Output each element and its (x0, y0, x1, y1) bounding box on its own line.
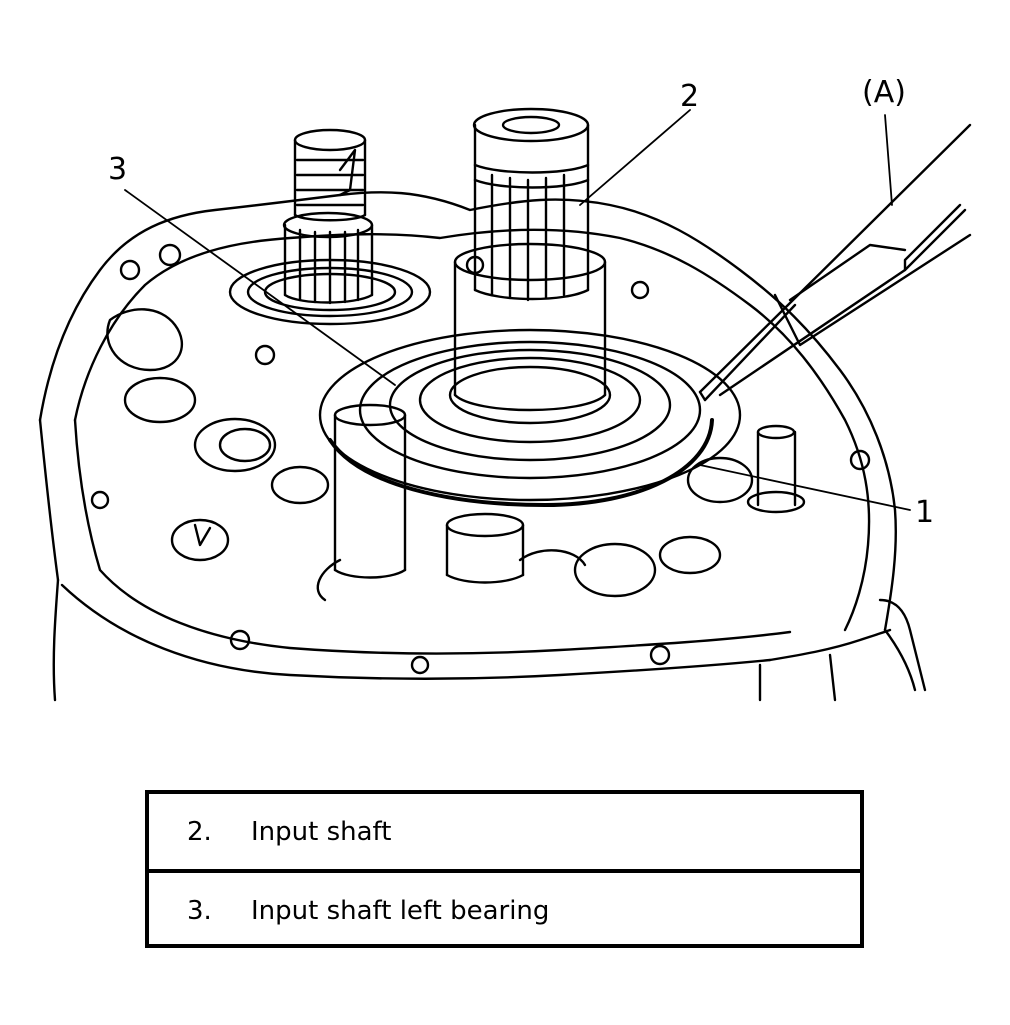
input-shaft-bearing (318, 328, 742, 502)
callout-1: 1 (915, 495, 935, 530)
transmission-case-illustration (38, 107, 972, 702)
bolt-holes (90, 243, 871, 675)
callout-3: 3 (108, 152, 128, 187)
dowel-pins (333, 403, 806, 584)
legend-row-text: Input shaft (251, 816, 392, 847)
snap-ring (328, 418, 714, 507)
legend-row-text: Input shaft left bearing (251, 895, 550, 926)
leader-lines (124, 109, 911, 511)
parts-legend-table: 2. Input shaft 3. Input shaft left beari… (145, 790, 864, 948)
legend-row-number: 3. (187, 895, 212, 926)
callout-tool-a: (A) (862, 75, 906, 110)
legend-row-number: 2. (187, 816, 212, 847)
input-shaft (453, 107, 607, 412)
legend-row: 2. Input shaft (149, 794, 860, 873)
countershaft (228, 128, 432, 326)
legend-row: 3. Input shaft left bearing (149, 873, 860, 948)
callout-2: 2 (680, 79, 700, 114)
snap-ring-pliers (698, 123, 972, 402)
